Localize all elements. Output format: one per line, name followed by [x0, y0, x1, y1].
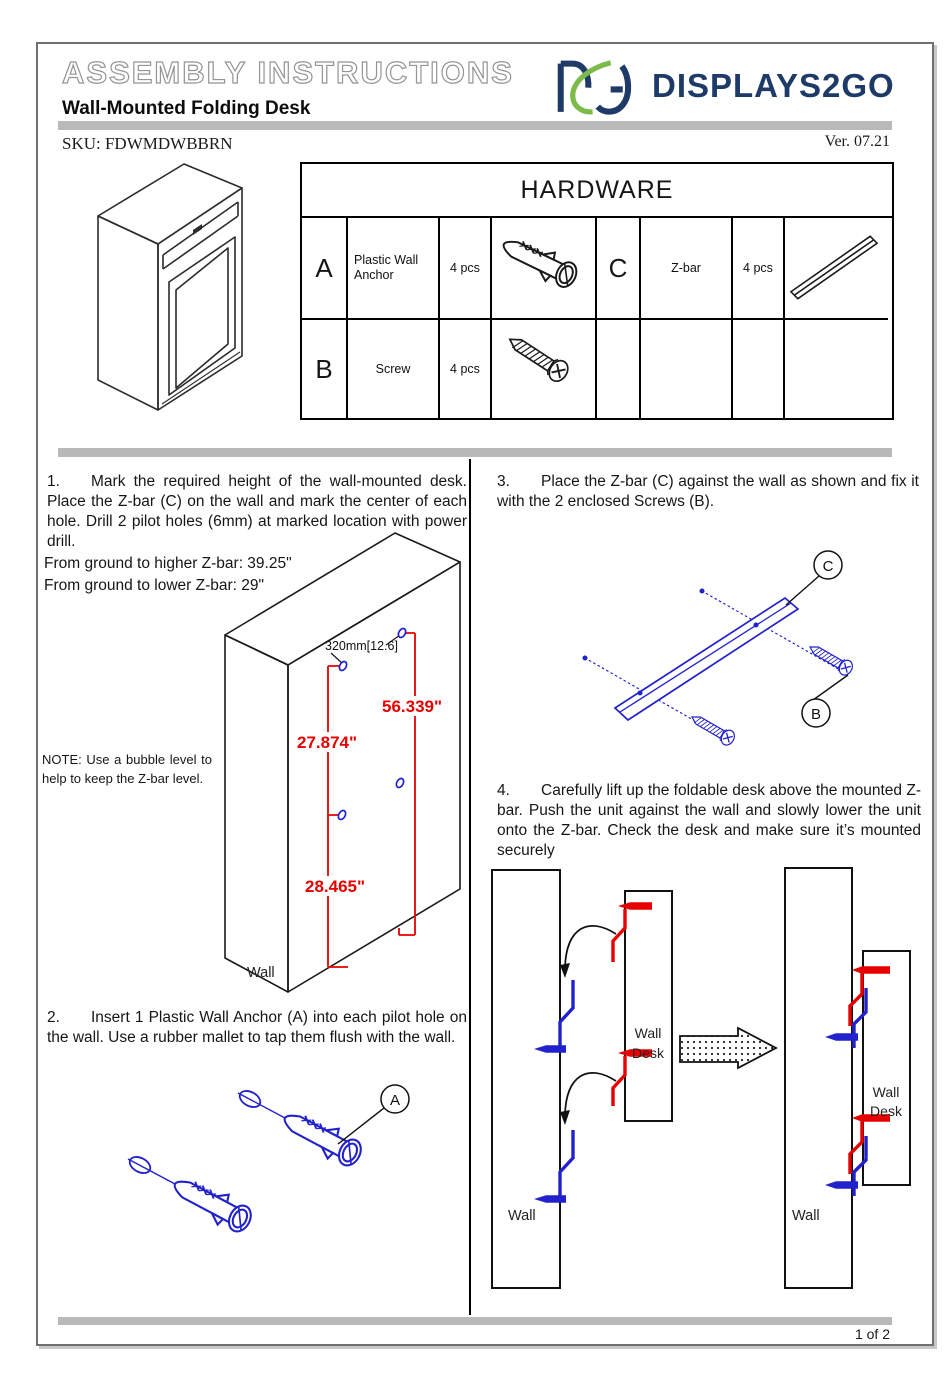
wall-anchor-icon [490, 218, 595, 318]
section-rule [58, 448, 892, 457]
step-3-number: 3. [497, 473, 510, 490]
hardware-name-b: Screw [346, 318, 438, 418]
z-bar-screw-arm [534, 1045, 566, 1203]
hardware-qty-a: 4 pcs [438, 218, 490, 318]
step-1-number: 1. [47, 473, 60, 490]
next-step-arrow-icon [679, 1026, 778, 1070]
z-bar-icon [611, 909, 627, 1106]
desk-label: Wall [873, 1084, 900, 1100]
wall-panel [784, 867, 853, 1289]
dg-logo-icon [557, 60, 632, 115]
brand-logo: DISPLAYS2GO [538, 52, 922, 120]
product-subtitle: Wall-Mounted Folding Desk [62, 98, 311, 119]
wall-panel [491, 869, 561, 1289]
anchors-diagram: A [127, 1084, 410, 1239]
balloon-a: A [380, 1084, 410, 1114]
screw-icon [490, 318, 595, 418]
z-bar-icon [848, 973, 864, 1174]
dimension-mid-label: 27.874" [297, 733, 357, 752]
desk-label: Desk [870, 1103, 903, 1119]
step-1-text: 1.Mark the required height of the wall-m… [47, 473, 467, 550]
desk-label: Desk [632, 1045, 665, 1061]
dimension-top-label: 320mm[12.6] [325, 639, 398, 653]
hardware-qty-b: 4 pcs [438, 318, 490, 418]
hardware-name-c: Z-bar [639, 218, 731, 318]
step-2-text: 2.Insert 1 Plastic Wall Anchor (A) into … [47, 1009, 467, 1046]
dimension-lines [327, 632, 416, 968]
desk-label: Wall [635, 1025, 662, 1041]
hardware-key-c: C [595, 218, 639, 318]
wall-marking-diagram: 320mm[12.6] 56.339" 27.874" 28.465" Wall [224, 532, 461, 993]
z-bar-icon [783, 218, 888, 318]
dimension-right-label: 56.339" [382, 697, 442, 716]
z-bar-screw-arm [825, 1033, 858, 1189]
balloon-c: C [813, 550, 843, 580]
z-bar-icon [613, 596, 800, 722]
empty-cell [783, 318, 888, 418]
wall-anchor-icon [276, 1103, 368, 1173]
hardware-table-title: HARDWARE [302, 164, 892, 218]
z-bar-screw-arm [852, 966, 890, 1122]
bubble-level-note: NOTE: Use a bubble level to help to keep… [42, 752, 212, 786]
zbar-mounting-diagram: C B [582, 550, 856, 749]
wall-label: Wall [792, 1208, 820, 1224]
sku-label: SKU: FDWMDWBBRN [62, 134, 233, 153]
hardware-table: HARDWARE A Plastic Wall Anchor 4 pcs C Z… [300, 162, 894, 420]
page-number: 1 of 2 [854, 1326, 890, 1342]
screw-icon [805, 639, 856, 679]
empty-cell [731, 318, 783, 418]
z-bar-screw-arm [618, 902, 652, 1057]
height-spec-line: From ground to higher Z-bar: 39.25" [44, 555, 292, 572]
svg-text:C: C [823, 558, 834, 575]
header-rule [58, 121, 892, 130]
z-bar-icon [558, 980, 575, 1202]
wall-label: Wall [247, 965, 275, 981]
lower-onto-arrow-icon [560, 925, 617, 1125]
svg-text:B: B [811, 706, 821, 723]
dimension-bottom-label: 28.465" [305, 877, 365, 896]
desk-panel [624, 890, 673, 1122]
version-label: Ver. 07.21 [824, 133, 890, 150]
hardware-key-b: B [302, 318, 346, 418]
desk-panel [862, 950, 911, 1186]
brand-name: DISPLAYS2GO [652, 67, 895, 104]
svg-text:A: A [390, 1092, 400, 1109]
step-3-text: 3.Place the Z-bar (C) against the wall a… [497, 473, 919, 510]
empty-cell [595, 318, 639, 418]
balloon-b: B [801, 698, 831, 728]
empty-cell [639, 318, 731, 418]
footer-rule [58, 1317, 892, 1325]
step-4-number: 4. [497, 782, 510, 799]
latch-icon [193, 224, 202, 235]
step-4-text: 4.Carefully lift up the foldable desk ab… [497, 782, 921, 859]
hardware-key-a: A [315, 252, 333, 283]
page-title: ASSEMBLY INSTRUCTIONS [61, 54, 514, 90]
height-spec-line: From ground to lower Z-bar: 29" [44, 577, 265, 594]
height-specs: From ground to higher Z-bar: 39.25" From… [44, 553, 292, 597]
desk-mounting-diagram: Wall Wall Desk Wall Wall Desk [491, 867, 911, 1289]
wall-anchor-icon [166, 1169, 258, 1239]
hardware-name-a: Plastic Wall Anchor [346, 218, 438, 318]
column-divider [469, 459, 471, 1315]
screw-icon [687, 709, 738, 749]
wall-label: Wall [508, 1208, 536, 1224]
step-2-number: 2. [47, 1009, 60, 1026]
hardware-qty-c: 4 pcs [731, 218, 783, 318]
pilot-holes [337, 627, 407, 821]
desk-product-drawing [97, 163, 243, 411]
